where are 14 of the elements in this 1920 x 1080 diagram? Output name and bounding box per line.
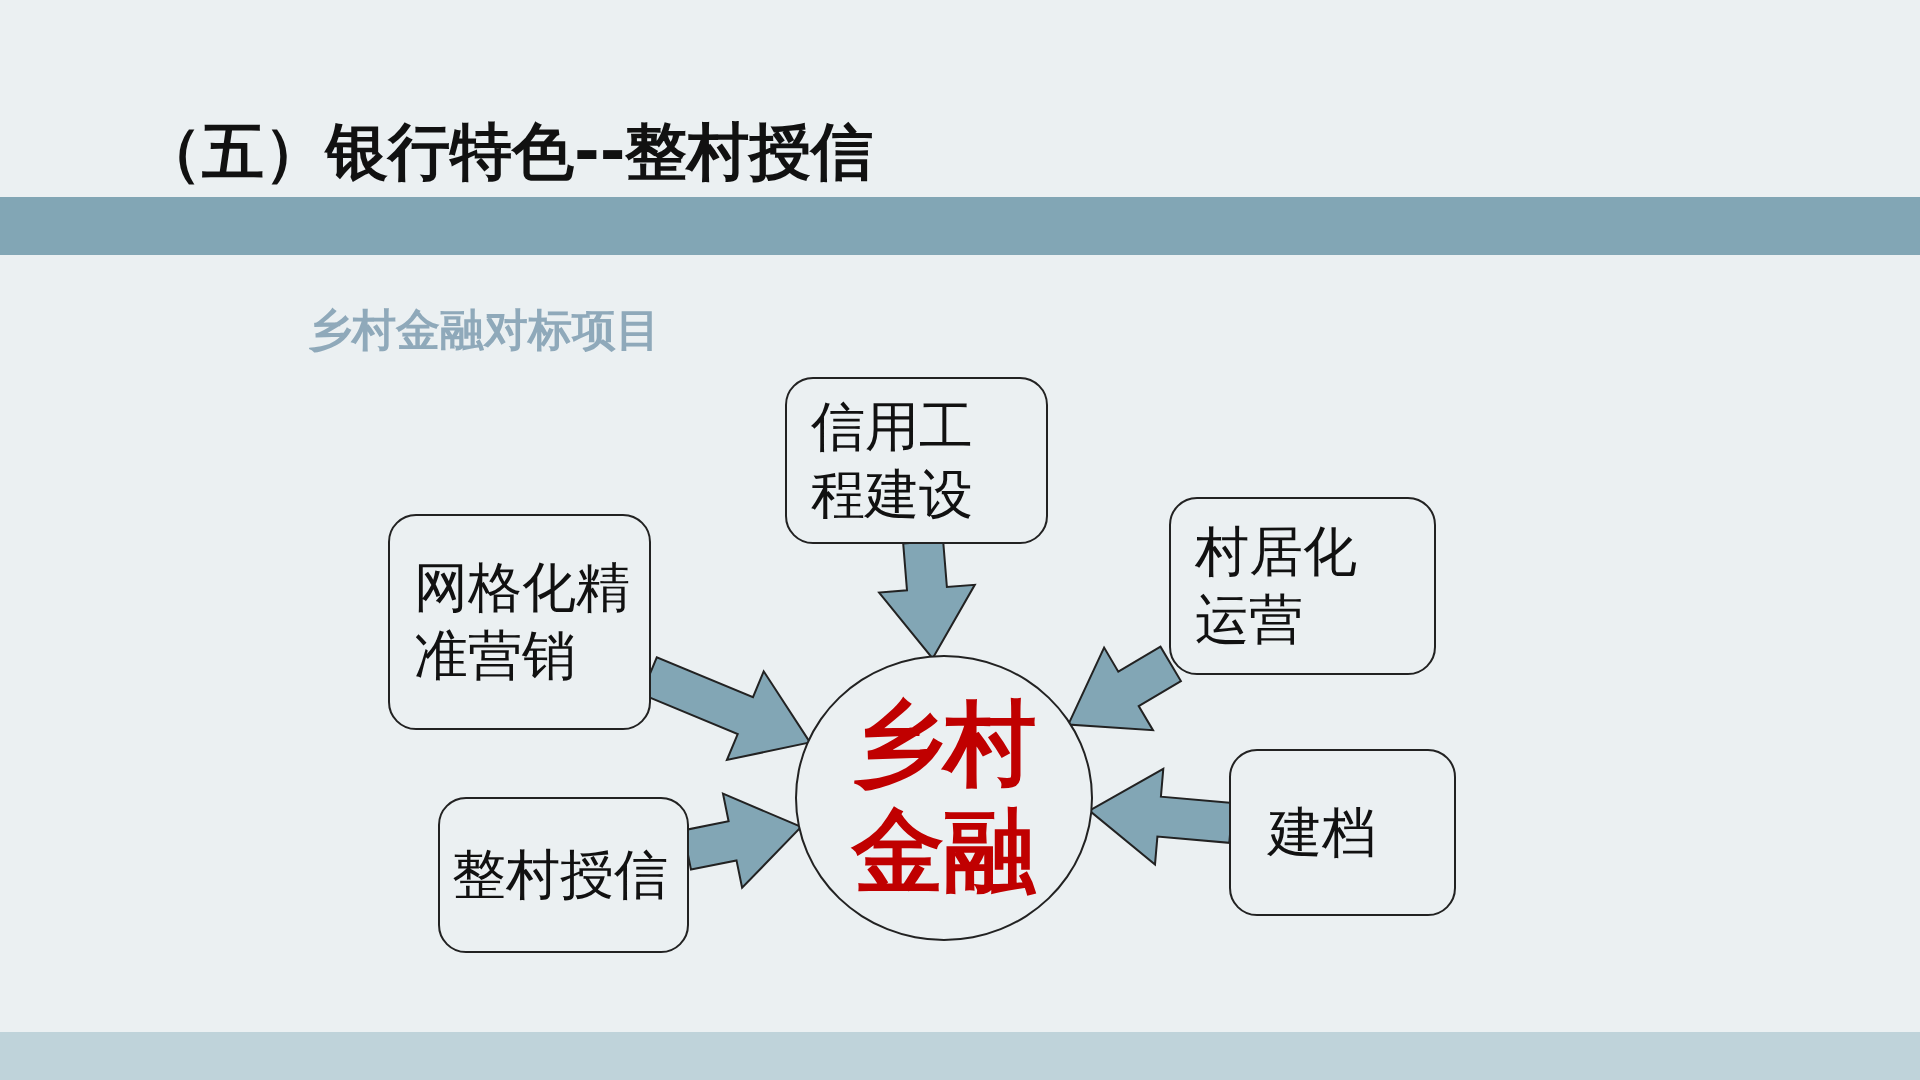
box-label: 整村授信 bbox=[451, 842, 669, 908]
rounded-box bbox=[1229, 749, 1456, 916]
box-label: 建档 bbox=[1267, 799, 1377, 866]
box-label: 村居化运营 bbox=[1195, 519, 1358, 653]
rounded-box bbox=[1169, 497, 1436, 675]
block-arrow bbox=[1066, 645, 1183, 732]
box-label: 信用工程建设 bbox=[811, 393, 974, 528]
rounded-box bbox=[785, 377, 1048, 544]
center-label: 乡村金融 bbox=[850, 690, 1037, 906]
rounded-box bbox=[438, 797, 689, 953]
rounded-box bbox=[388, 514, 651, 730]
title: （五）银行特色--整村授信 bbox=[140, 114, 874, 190]
subtitle: 乡村金融对标项目 bbox=[308, 303, 660, 357]
box-label: 网格化精准营销 bbox=[414, 555, 631, 689]
